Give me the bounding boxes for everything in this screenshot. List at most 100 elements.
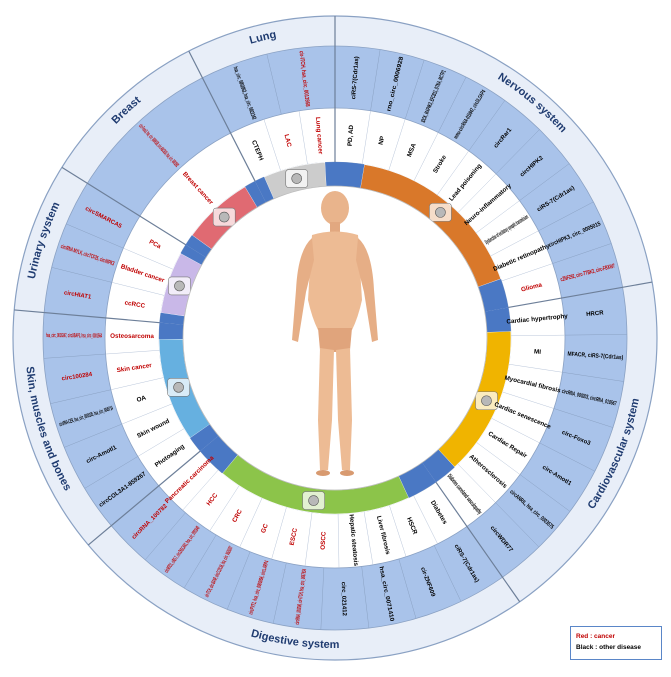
circrna-divider [144,512,186,561]
system-divider [61,166,187,246]
circrna-divider [495,502,540,548]
disease-label: OA [136,394,148,404]
skin-sector-edge [159,322,184,340]
circrna-divider [361,566,370,629]
circrna-divider [183,534,217,589]
system-sectors [158,161,512,515]
circrna-divider [84,456,138,489]
disease-divider [476,442,521,475]
brain-icon [429,203,452,222]
breast-sector-edge [245,181,266,208]
system-divider [508,281,653,309]
disease-label: Osteosarcoma [110,333,154,340]
disease-divider [298,110,308,165]
legend-black-other: Black : other disease [576,644,642,651]
disease-divider [458,173,497,213]
disease-divider [105,350,160,355]
sector-dividers [14,16,653,630]
kidney-icon [168,276,191,296]
system-divider [87,450,201,546]
disease-divider [209,485,240,532]
disease-label: ccRCC [124,300,146,310]
disease-divider [490,230,539,257]
digestive-sector-edge [200,435,238,474]
circrna-label: ciRS-7(Cdr1as) [351,56,360,99]
disease-divider [361,110,371,165]
circrna-divider [539,442,595,472]
circrna-divider [51,267,112,283]
disease-divider [413,495,438,544]
cardio-sector-edge [422,449,455,483]
circrna-divider [266,54,282,115]
circrna-divider [468,100,505,152]
disease-label: MI [534,348,542,355]
digestive-organs-icon [302,491,325,510]
disease-divider [182,469,219,511]
circrna-divider [562,372,624,382]
disease-divider [437,150,469,195]
circrna-label: HRCR [586,310,604,318]
disease-divider [413,132,439,181]
cardio-sector-edge [484,307,511,333]
system-divider [14,309,160,324]
circrna-divider [438,76,467,133]
circrna-divider [320,567,325,630]
disease-divider [304,512,313,567]
disease-divider [476,200,520,234]
human-body-figure [292,191,378,476]
circrna-divider [564,334,627,336]
circrna-label: circ100284 [61,372,93,383]
circrna-divider [370,49,381,111]
system-divider [435,481,521,603]
circrna-divider [50,389,111,404]
circrna-divider [398,558,417,619]
nervous-sector-edge [478,278,509,312]
circrna-divider [226,551,251,610]
disease-label: NP [378,135,387,145]
disease-divider [263,119,281,171]
circrna-divider [404,59,425,120]
disease-divider [388,118,406,171]
skin-sector-edge [190,424,219,452]
disease-divider [510,334,565,337]
disease-divider [501,263,553,282]
disease-divider [337,513,340,568]
circrna-divider [66,223,124,249]
disease-divider [123,247,174,270]
circrna-label: circHIAT1 [63,290,92,301]
circrna-divider [433,545,462,602]
disease-divider [239,498,263,548]
bones-icon [167,378,190,397]
legend-box: Red : cancer Black : other disease [570,626,662,660]
system-divider [188,50,256,182]
circrna-divider [553,408,614,428]
disease-divider [457,463,496,503]
disease-divider [271,507,287,560]
disease-divider [121,403,172,425]
disease-divider [137,428,185,457]
circrna-divider [272,562,287,624]
circrna-label: circ_021412 [340,582,347,617]
urinary-sector-edge [159,312,185,325]
lungs-icon [285,169,309,188]
disease-label: MSA [406,142,418,158]
circrna-divider [519,163,570,201]
legend-red-cancer: Red : cancer [576,633,616,640]
disease-label: OSCC [320,531,328,550]
lung-sector-edge [255,176,274,203]
circrna-divider [43,353,106,359]
disease-divider [491,418,540,444]
circrna-divider [538,201,594,232]
circrna-divider [64,423,122,448]
disease-label: Hepatic steatosis [348,514,360,567]
circrna-divider [495,129,540,174]
disease-label: Lung cancer [314,117,324,155]
circrna-divider [519,474,571,512]
nervous-sector-edge [335,162,365,189]
disease-label: GC [260,522,270,534]
disease-label: LAC [283,134,293,149]
disease-divider [502,391,554,409]
disease-divider [389,505,407,557]
circrna-divider [552,243,612,264]
